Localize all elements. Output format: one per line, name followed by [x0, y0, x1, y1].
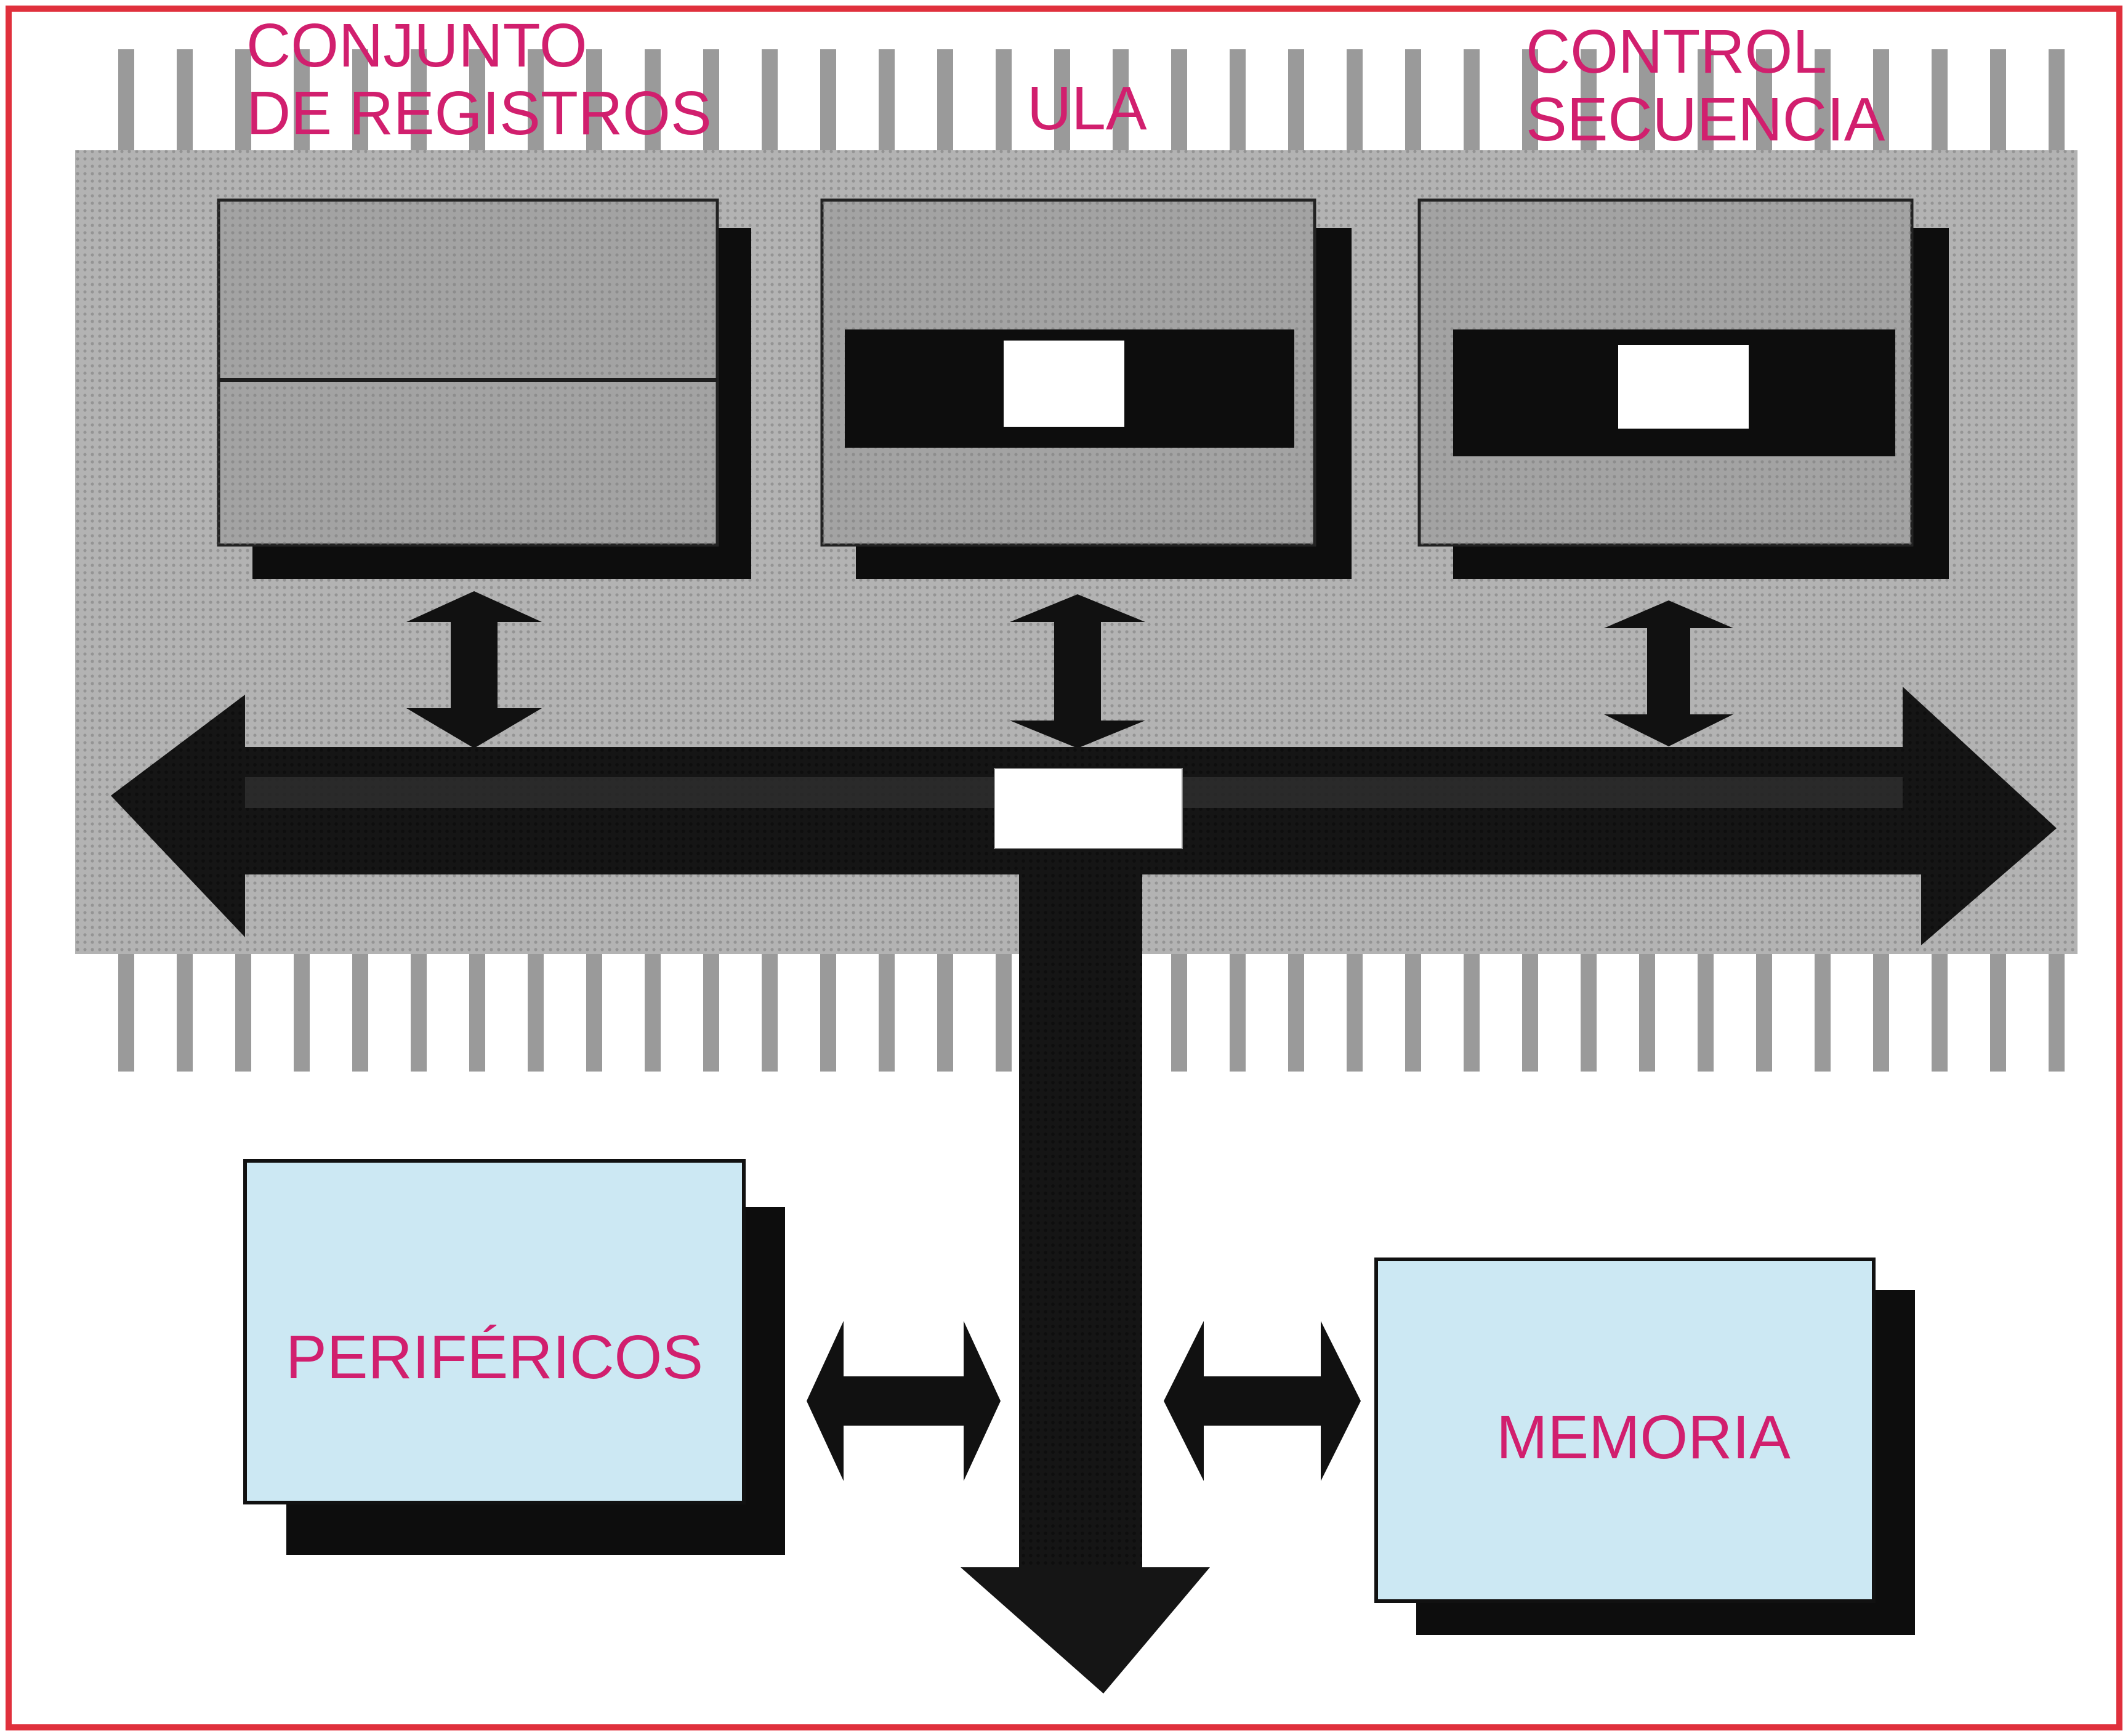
chip-pin	[352, 951, 368, 1072]
chip-pin	[177, 49, 193, 154]
chip-pin	[1347, 49, 1363, 154]
chip-pin	[1522, 49, 1538, 154]
chip-pin	[118, 49, 134, 154]
label-alu: ULA	[1027, 74, 1147, 143]
register-bus-arrow	[406, 591, 542, 748]
chip-pin	[1815, 951, 1831, 1072]
chip-pin	[762, 49, 778, 154]
chip-pin	[879, 951, 895, 1072]
chip-pin	[1522, 951, 1538, 1072]
chip-pin	[1698, 49, 1714, 154]
memory-unit	[1374, 1258, 1915, 1635]
chip-pin	[1405, 951, 1421, 1072]
chip-pin	[586, 951, 602, 1072]
memory-box	[1374, 1258, 1876, 1603]
chip-pins-top	[118, 49, 2065, 154]
bus-junction-window	[994, 768, 1183, 849]
chip-pin	[937, 49, 953, 154]
chip-pin	[1815, 49, 1831, 154]
chip-pin	[1581, 951, 1597, 1072]
chip-pin	[2049, 49, 2065, 154]
chip-pin	[2049, 951, 2065, 1072]
chip-pin	[1230, 49, 1246, 154]
label-control-line1: CONTROL	[1526, 17, 1827, 86]
chip-pin	[235, 49, 251, 154]
chip-pin	[937, 951, 953, 1072]
alu-window	[1004, 341, 1124, 427]
peripherals-box	[243, 1159, 746, 1504]
chip-pin	[1171, 951, 1187, 1072]
peripherals-unit	[243, 1159, 785, 1555]
chip-pin	[1464, 951, 1480, 1072]
chip-pin	[1873, 49, 1889, 154]
chip-pin	[703, 951, 719, 1072]
chip-pin	[645, 49, 661, 154]
chip-pin	[820, 951, 836, 1072]
chip-pin	[1171, 49, 1187, 154]
control-sequence-unit	[1417, 198, 1949, 579]
external-bus-texture	[1019, 853, 1142, 1567]
chip-pin	[586, 49, 602, 154]
label-peripherals: PERIFÉRICOS	[286, 1323, 703, 1392]
chip-pin	[1639, 49, 1655, 154]
label-registers-line2: DE REGISTROS	[246, 79, 712, 148]
chip-pin	[879, 49, 895, 154]
chip-pin	[996, 951, 1012, 1072]
register-set-texture	[219, 200, 717, 545]
chip-pins-bottom	[118, 951, 2065, 1072]
control-window	[1618, 345, 1749, 429]
chip-pin	[528, 951, 544, 1072]
label-registers-line1: CONJUNTO	[246, 11, 587, 80]
page-frame	[6, 6, 2122, 1730]
chip-pin	[1347, 951, 1363, 1072]
chip-pin	[1288, 49, 1304, 154]
chip-pin	[1932, 951, 1948, 1072]
chip-pin	[118, 951, 134, 1072]
chip-pin	[1405, 49, 1421, 154]
chip-pin	[411, 951, 427, 1072]
chip-pin	[1464, 49, 1480, 154]
chip-pin	[1639, 951, 1655, 1072]
chip-pin	[820, 49, 836, 154]
chip-pin	[294, 951, 310, 1072]
alu-unit	[820, 198, 1352, 579]
chip-pin	[1932, 49, 1948, 154]
chip-pin	[1990, 951, 2006, 1072]
chip-pin	[703, 49, 719, 154]
label-memory: MEMORIA	[1496, 1403, 1791, 1472]
chip-pin	[1756, 49, 1772, 154]
chip-pin	[352, 49, 368, 154]
chip-pin	[294, 49, 310, 154]
chip-pin	[469, 49, 485, 154]
chip-pin	[1698, 951, 1714, 1072]
register-set-unit	[217, 198, 751, 579]
control-bus-arrow	[1604, 600, 1733, 746]
chip-pin	[411, 49, 427, 154]
chip-pin	[469, 951, 485, 1072]
chip-pin	[1990, 49, 2006, 154]
peripherals-bus-arrow	[807, 1321, 1001, 1481]
chip-pin	[235, 951, 251, 1072]
chip-pin	[528, 49, 544, 154]
chip-pin	[1113, 49, 1129, 154]
chip-pin	[1873, 951, 1889, 1072]
chip-pin	[1288, 951, 1304, 1072]
memory-bus-arrow	[1164, 1321, 1361, 1481]
chip-pin	[1230, 951, 1246, 1072]
chip-pin	[1756, 951, 1772, 1072]
chip-pin	[762, 951, 778, 1072]
chip-pin	[1054, 49, 1070, 154]
chip-pin	[645, 951, 661, 1072]
chip-pin	[177, 951, 193, 1072]
chip-pin	[996, 49, 1012, 154]
alu-bus-arrow	[1010, 594, 1145, 748]
label-control-line2: SECUENCIA	[1526, 85, 1885, 154]
chip-pin	[1581, 49, 1597, 154]
